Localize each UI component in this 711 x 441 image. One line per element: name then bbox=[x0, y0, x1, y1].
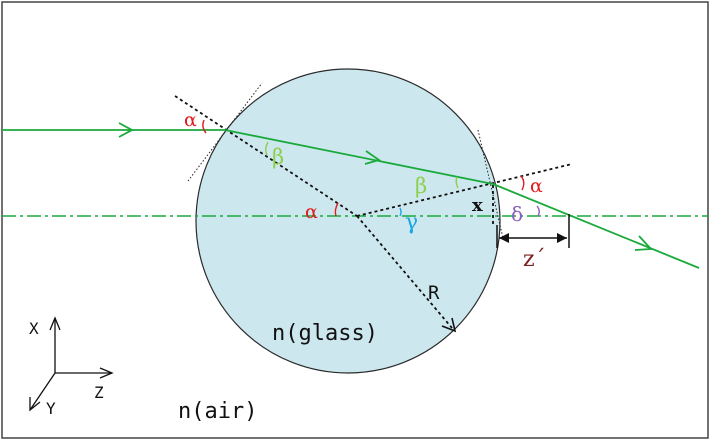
label-delta: δ bbox=[511, 202, 523, 226]
label-alpha-exit: α bbox=[530, 175, 543, 197]
tangent-exit bbox=[477, 129, 504, 239]
radius-line bbox=[356, 215, 453, 329]
angle-arc-beta-entry bbox=[265, 141, 269, 156]
tangent-entry bbox=[187, 82, 263, 182]
label-alpha-center: α bbox=[305, 201, 318, 223]
ray-arrow-3 bbox=[634, 235, 653, 251]
exit-ray bbox=[492, 183, 700, 269]
radius-arrowhead bbox=[441, 317, 457, 333]
coordinate-system bbox=[29, 316, 114, 412]
angle-arc-alpha-center bbox=[334, 202, 339, 217]
label-air: n(air) bbox=[178, 399, 257, 424]
angle-arc-alpha-exit bbox=[520, 175, 525, 191]
label-z-prime: z´ bbox=[523, 247, 546, 272]
glass-sphere bbox=[195, 68, 501, 374]
label-alpha-entry: α bbox=[184, 109, 197, 131]
angle-arc-beta-exit bbox=[455, 176, 459, 189]
angle-arc-delta bbox=[536, 205, 540, 217]
label-beta-entry: β bbox=[272, 145, 284, 169]
normal-exit bbox=[356, 163, 573, 217]
normal-entry bbox=[174, 95, 358, 217]
refracted-ray bbox=[224, 129, 494, 185]
angle-arc-gamma bbox=[399, 207, 402, 217]
ray-arrow-1 bbox=[118, 122, 134, 138]
label-x-height: x bbox=[472, 195, 483, 216]
label-gamma: γ bbox=[405, 210, 418, 235]
label-axis-x: X bbox=[29, 319, 39, 338]
label-axis-z: Z bbox=[94, 383, 104, 402]
z-prime-dimension bbox=[496, 214, 570, 248]
label-radius: R bbox=[428, 282, 440, 304]
label-axis-y: Y bbox=[46, 399, 56, 418]
ray-arrow-2 bbox=[364, 150, 382, 165]
angle-arc-alpha-entry bbox=[202, 119, 207, 134]
label-beta-exit: β bbox=[415, 174, 427, 198]
label-glass: n(glass) bbox=[272, 321, 378, 346]
